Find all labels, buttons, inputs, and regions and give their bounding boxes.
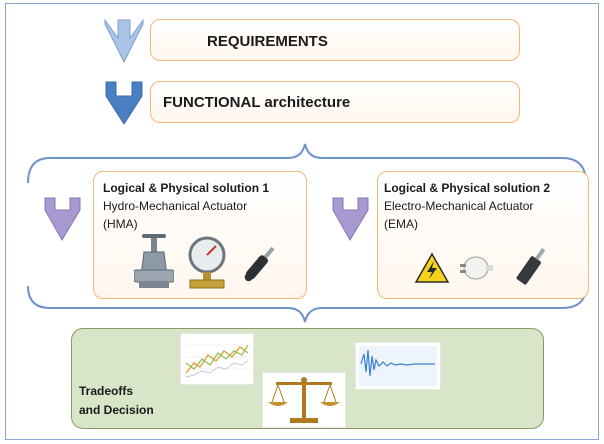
tradeoffs-line2: and Decision: [79, 403, 154, 417]
tradeoffs-line1: Tradeoffs: [79, 384, 134, 398]
requirements-box: REQUIREMENTS: [150, 19, 520, 61]
solution1-line2: (HMA): [103, 217, 138, 231]
functional-label-rest: architecture: [260, 94, 351, 111]
arrow-down-requirements: [104, 18, 144, 64]
arrow-down-solution2: [332, 197, 369, 241]
functional-label-bold: FUNCTIONAL: [163, 94, 261, 111]
arrow-down-functional: [105, 81, 143, 125]
solution1-line1: Hydro-Mechanical Actuator: [103, 199, 248, 213]
high-voltage-warning-icon: [414, 252, 450, 283]
solution1-box: Logical & Physical solution 1 Hydro-Mech…: [93, 171, 307, 299]
solution2-line1: Electro-Mechanical Actuator: [384, 199, 534, 213]
solution1-title: Logical & Physical solution 1: [103, 181, 270, 195]
solution2-box: Logical & Physical solution 2 Electro-Me…: [377, 171, 589, 299]
functional-architecture-box: FUNCTIONAL architecture: [150, 81, 520, 123]
functional-architecture-label: FUNCTIONAL architecture: [163, 94, 350, 111]
balance-scale-icon: [262, 372, 346, 428]
requirements-label: REQUIREMENTS: [207, 33, 328, 50]
electric-actuator-icon: [516, 247, 546, 285]
bottom-brace: [27, 285, 587, 323]
signal-plot-thumbnail: [355, 342, 441, 390]
electric-plug-icon: [460, 256, 493, 280]
solution2-title: Logical & Physical solution 2: [384, 181, 551, 195]
arrow-down-solution1: [44, 197, 81, 241]
top-brace: [27, 143, 587, 184]
line-chart-thumbnail: [180, 333, 254, 385]
hydraulic-cylinder-icon: [244, 246, 275, 282]
valve-icon: [134, 234, 174, 288]
solution2-line2: (EMA): [384, 217, 418, 231]
pressure-gauge-icon: [188, 236, 226, 289]
